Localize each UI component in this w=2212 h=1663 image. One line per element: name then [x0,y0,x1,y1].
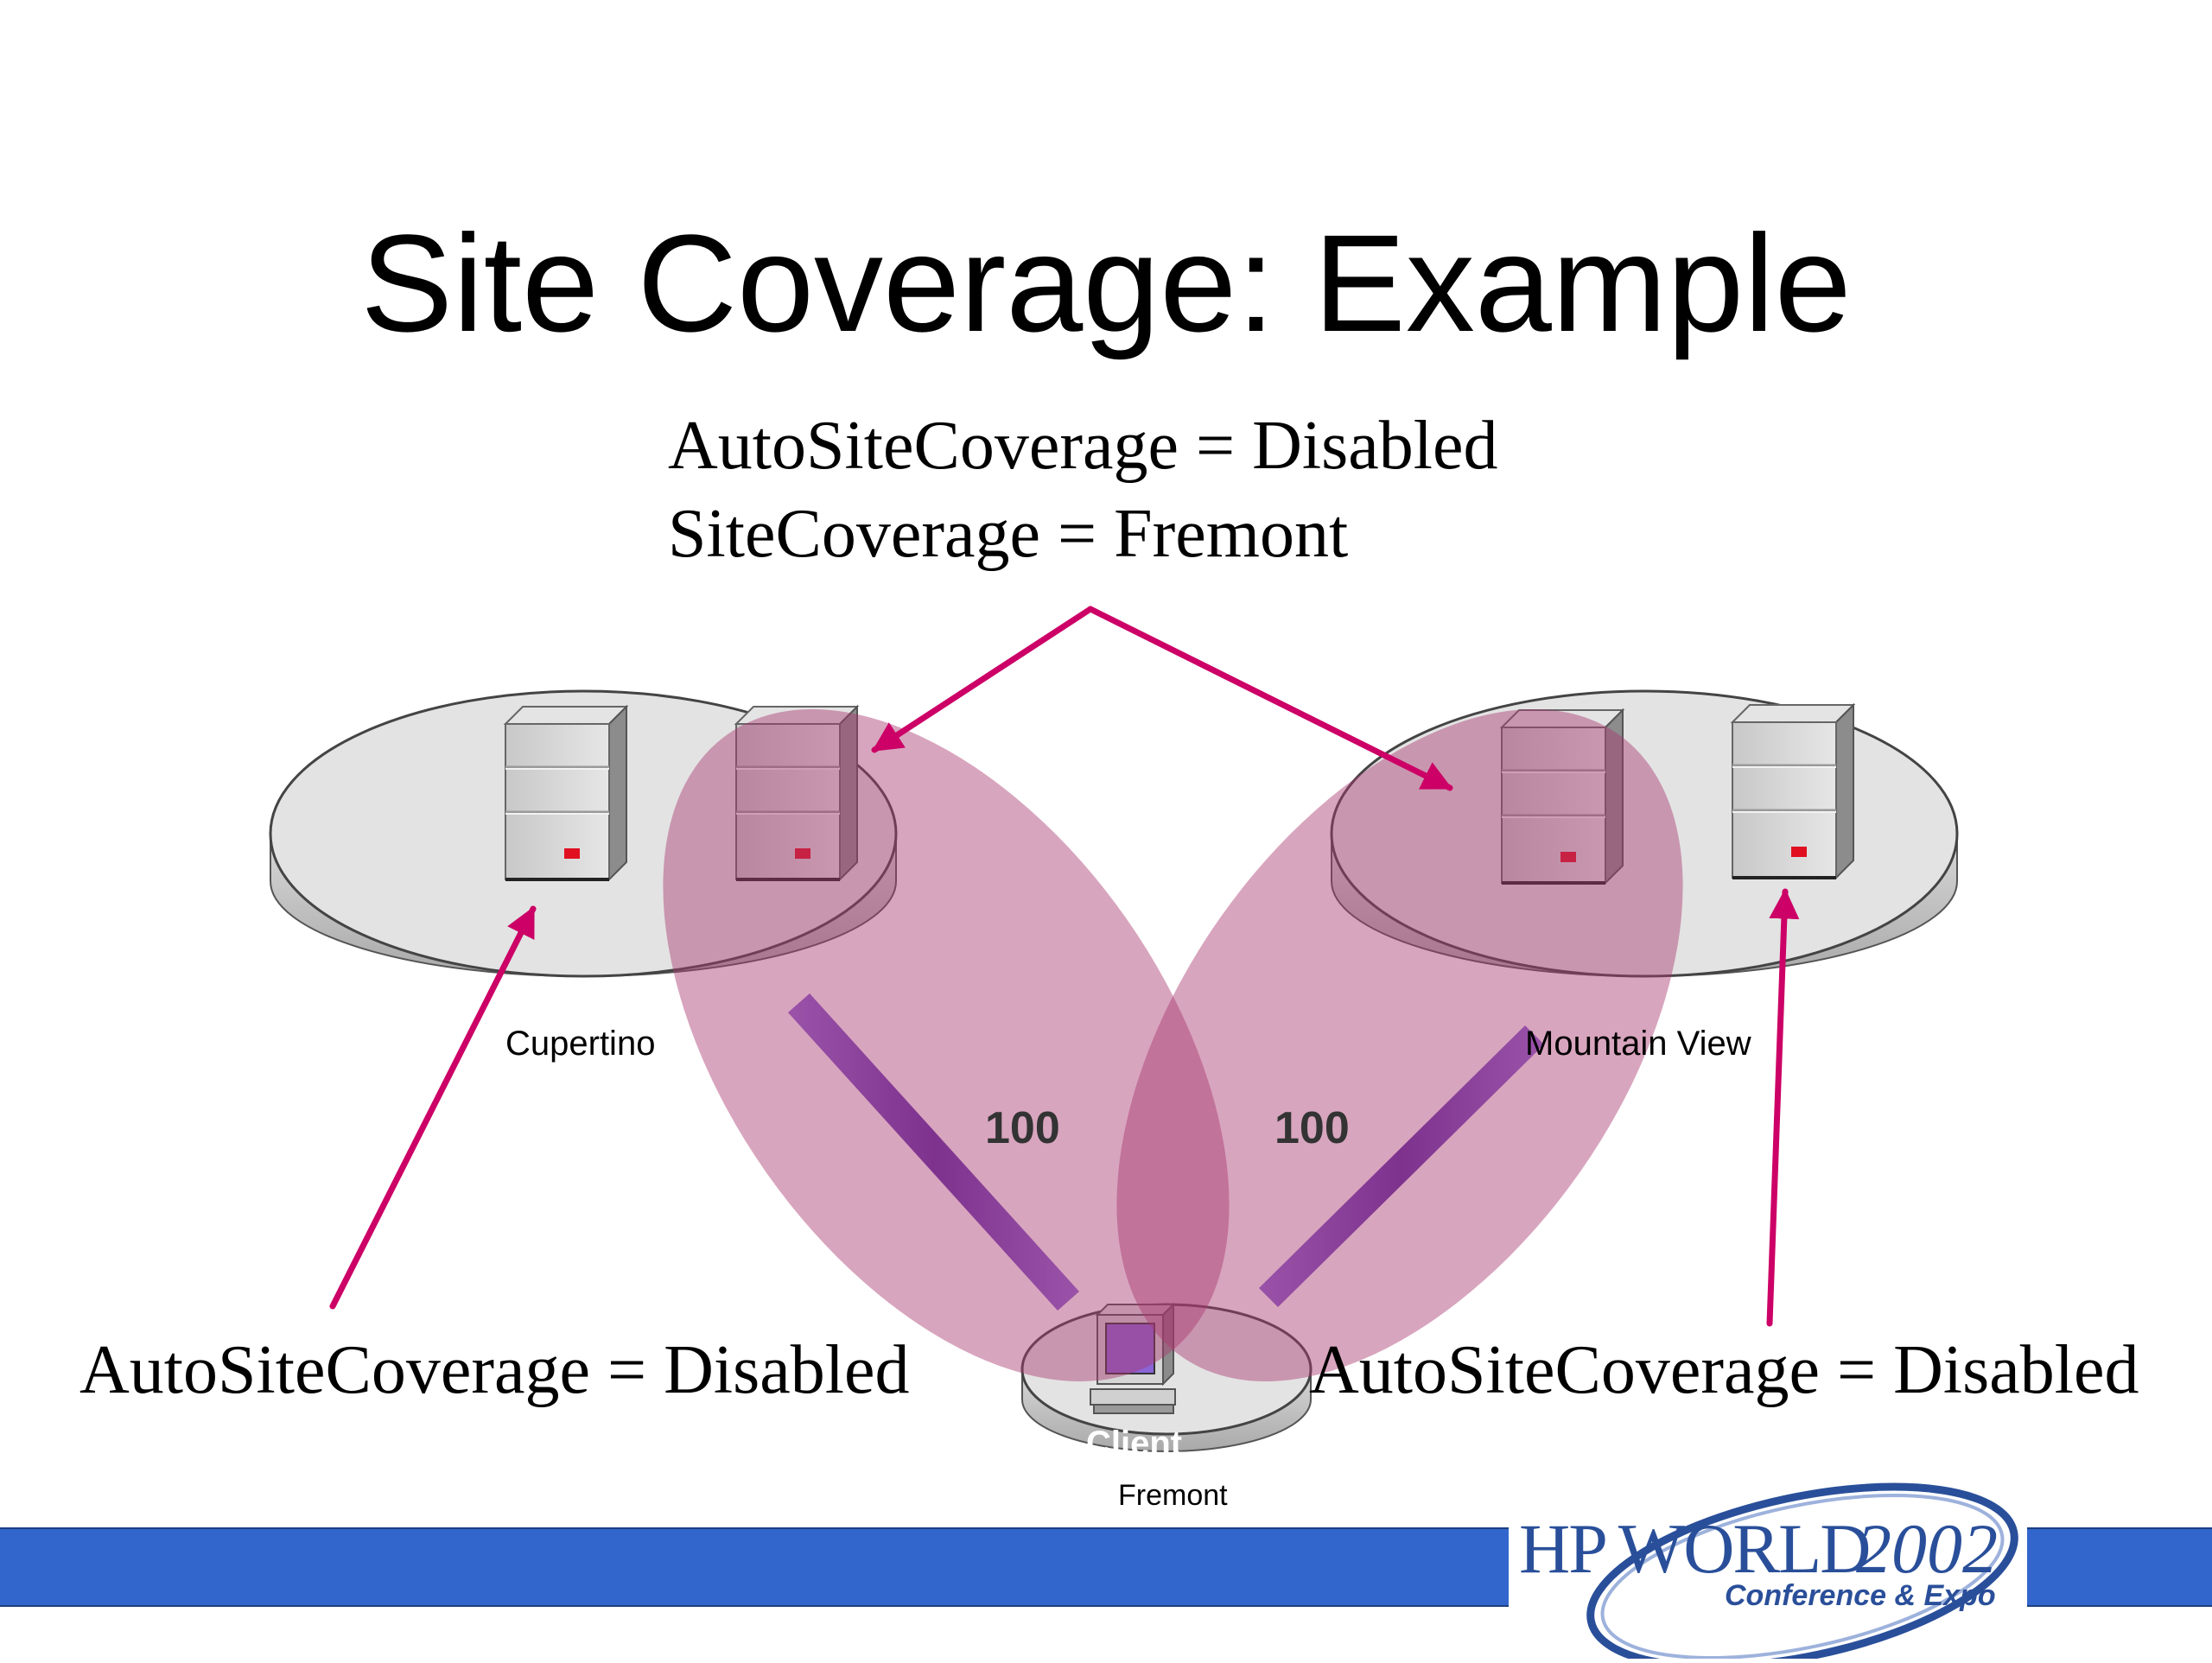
logo-swoosh-icon [1586,1482,2018,1663]
mountain-view-coverage-ellipse [1116,709,1683,1381]
arrow-to-mountain-view-server-1 [1087,606,1453,791]
arrow-to-cupertino-server-1 [329,905,537,1310]
link-cost-left: 100 [985,1103,1060,1153]
logo-brand: HP WORLD [1519,1509,1871,1588]
client-label: Client [1086,1425,1183,1463]
top-annotation-site-coverage: SiteCoverage = Fremont [668,496,1349,572]
cupertino-server-1-icon [504,705,628,881]
site-label-fremont: Fremont [1118,1479,1228,1512]
right-annotation: AutoSiteCoverage = Disabled [1309,1332,2139,1408]
mountain-view-fremont-link [1259,1025,1544,1307]
link-cost-right: 100 [1274,1103,1350,1153]
arrow-to-mountain-view-server-2 [1766,888,1800,1327]
cupertino-coverage-ellipse [663,709,1230,1381]
annotation-arrows [329,606,1800,1327]
top-annotation-auto-site-coverage: AutoSiteCoverage = Disabled [668,408,1498,484]
left-annotation: AutoSiteCoverage = Disabled [79,1332,910,1408]
logo-subtitle: Conference & Expo [1725,1579,1996,1612]
mountain-view-server-2-icon [1731,703,1855,879]
cupertino-fremont-link [788,993,1079,1311]
slide-title: Site Coverage: Example [360,206,1852,360]
site-label-cupertino: Cupertino [505,1025,656,1063]
client-computer-icon [1090,1302,1176,1414]
site-label-mountain-view: Mountain View [1525,1025,1751,1063]
arrow-to-cupertino-server-2 [871,606,1094,753]
logo-year: 2002 [1856,1509,1998,1588]
hp-world-logo [1509,1469,2027,1663]
